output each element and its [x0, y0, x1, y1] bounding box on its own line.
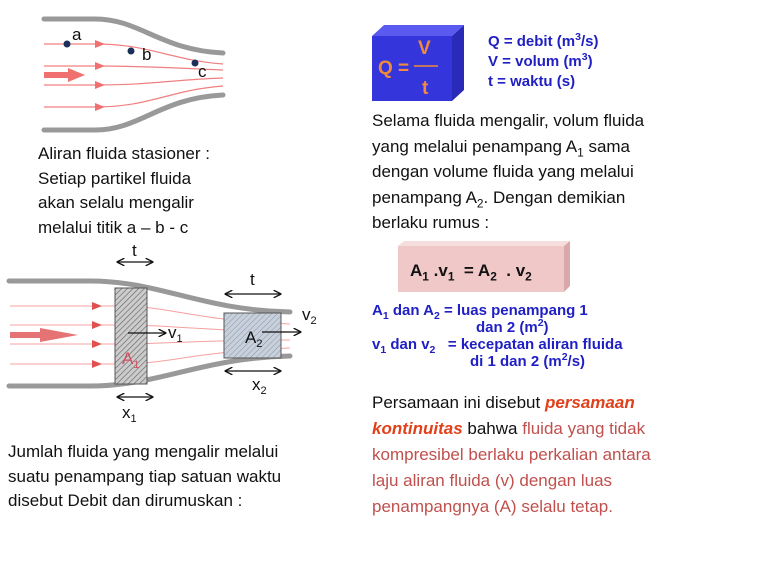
text-line: disebut Debit dan dirumuskan :	[8, 491, 243, 510]
continuity-equation: A1 .v1 = A2 . v2	[410, 261, 532, 284]
label-v1: v1	[168, 323, 183, 345]
text-line: penampang A2. Dengan demikian	[372, 187, 626, 210]
debit-description: Jumlah fluida yang mengalir melalui suat…	[8, 440, 281, 514]
label-x1: x1	[122, 403, 137, 425]
text-line: kompresibel berlaku perkalian antara	[372, 445, 651, 464]
label-t1: t	[132, 241, 137, 260]
formula-legend: Q = debit (m3/s) V = volum (m3) t = wakt…	[488, 32, 598, 92]
formula-denominator: t	[422, 78, 429, 99]
definition-area: A1 dan A2 = luas penampang 1	[372, 302, 588, 322]
caption-line: akan selalu mengalir	[38, 193, 194, 212]
text-line: berlaku rumus :	[372, 213, 490, 232]
paragraph-volume: Selama fluida mengalir, volum fluida yan…	[372, 108, 644, 236]
text-line: Persamaan ini disebut persamaan	[372, 393, 635, 412]
definition-velocity-cont: di 1 dan 2 (m2/s)	[470, 351, 586, 370]
formula-numerator: V	[418, 38, 431, 59]
text-line: kontinuitas bahwa fluida yang tidak	[372, 419, 646, 438]
section-a2	[223, 312, 282, 359]
text-line: penampangnya (A) selalu tetap.	[372, 497, 613, 516]
caption-line: Setiap partikel fluida	[38, 168, 192, 188]
label-a1: A1	[122, 349, 139, 371]
definition-velocity: v1 dan v2 = kecepatan aliran fluida	[372, 336, 623, 356]
caption-line: melalui titik a – b - c	[38, 217, 189, 237]
text-line: dengan volume fluida yang melalui	[372, 162, 634, 181]
label-a: a	[72, 25, 82, 44]
text-line: laju aliran fluida (v) dengan luas	[372, 471, 613, 490]
formula-lhs: Q =	[378, 58, 409, 79]
stationary-flow-caption: Aliran fluida stasioner : Setiap partike…	[38, 142, 210, 240]
label-x2: x2	[252, 375, 267, 397]
text-line: Jumlah fluida yang mengalir melalui	[8, 442, 279, 461]
label-b: b	[142, 45, 151, 64]
point-b	[127, 47, 135, 55]
section-a1	[114, 287, 148, 385]
text-line: Selama fluida mengalir, volum fluida	[372, 111, 645, 130]
text-line: yang melalui penampang A1 sama	[372, 136, 631, 159]
continuity-diagram: t t v1 v2 A1 A2 x1 x2	[6, 241, 317, 425]
debit-formula-cube: Q = V t	[372, 25, 464, 101]
point-c	[191, 59, 199, 67]
definitions: A1 dan A2 = luas penampang 1 dan 2 (m2) …	[372, 302, 623, 370]
legend-t: t = waktu (s)	[488, 73, 576, 90]
text-line: suatu penampang tiap satuan waktu	[8, 466, 282, 486]
label-v2: v2	[302, 305, 317, 327]
label-t2: t	[250, 270, 255, 289]
label-c: c	[198, 62, 207, 81]
legend-v: V = volum (m3)	[488, 51, 593, 70]
streamline-diagram: a b c	[41, 16, 226, 133]
point-a	[63, 40, 71, 48]
label-a2: A2	[245, 328, 262, 350]
caption-line: Aliran fluida stasioner :	[38, 144, 210, 163]
definition-area-cont: dan 2 (m2)	[476, 317, 549, 336]
continuity-equation-box	[398, 241, 570, 292]
paragraph-continuity: Persamaan ini disebut persamaan kontinui…	[372, 390, 651, 520]
legend-q: Q = debit (m3/s)	[488, 31, 599, 50]
